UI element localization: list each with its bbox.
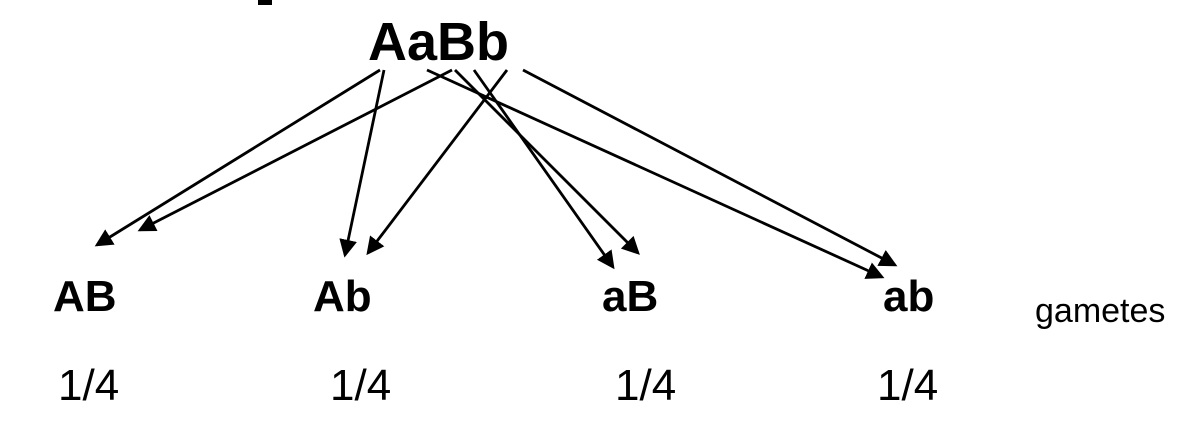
gamete-fraction-Ab: 1/4 — [330, 361, 392, 410]
arrow-b-to-ab — [522, 68, 898, 267]
gametes-caption: gametes — [1035, 292, 1166, 330]
arrow-A-to-Ab — [339, 69, 386, 258]
gamete-fraction-aB: 1/4 — [615, 361, 677, 410]
arrow-A-to-AB — [94, 68, 381, 247]
gamete-label-Ab: Ab — [313, 272, 372, 321]
gamete-label-aB: aB — [602, 272, 659, 321]
gamete-label-ab: ab — [883, 272, 935, 321]
parent-genotype-label: AaBb — [368, 12, 510, 72]
cropped-text-artifact — [258, 0, 272, 5]
gamete-fraction-AB: 1/4 — [58, 361, 120, 410]
gamete-label-AB: AB — [53, 272, 117, 321]
arrow-B-to-AB — [137, 68, 453, 232]
gamete-fraction-ab: 1/4 — [877, 361, 939, 410]
arrow-a-to-ab — [426, 68, 885, 279]
arrow-B-to-aB — [454, 69, 640, 255]
